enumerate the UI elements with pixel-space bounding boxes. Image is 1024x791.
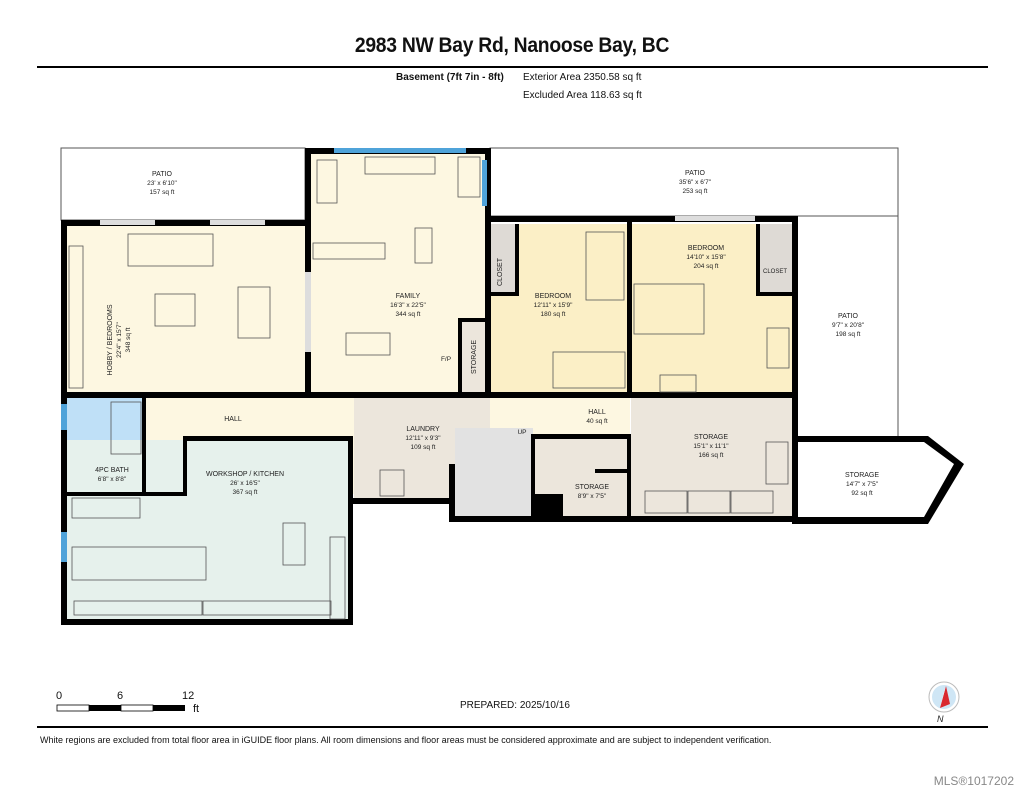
svg-text:FAMILY: FAMILY bbox=[396, 293, 421, 300]
disclaimer: White regions are excluded from total fl… bbox=[40, 735, 772, 745]
svg-text:16'3" x 22'5": 16'3" x 22'5" bbox=[390, 302, 426, 309]
compass-label: N bbox=[937, 714, 944, 724]
svg-text:6'8" x 8'8": 6'8" x 8'8" bbox=[98, 476, 127, 483]
svg-text:STORAGE: STORAGE bbox=[471, 340, 478, 374]
svg-text:40 sq ft: 40 sq ft bbox=[586, 418, 608, 425]
svg-text:STORAGE: STORAGE bbox=[694, 434, 728, 441]
svg-text:HALL: HALL bbox=[224, 416, 242, 423]
compass-icon bbox=[928, 681, 960, 713]
svg-text:157 sq ft: 157 sq ft bbox=[150, 189, 175, 196]
svg-text:344 sq ft: 344 sq ft bbox=[396, 311, 421, 318]
svg-text:PATIO: PATIO bbox=[838, 313, 859, 320]
svg-text:CLOSET: CLOSET bbox=[497, 257, 504, 286]
svg-text:HOBBY / BEDROOMS: HOBBY / BEDROOMS bbox=[107, 304, 114, 375]
svg-text:14'10" x 15'8": 14'10" x 15'8" bbox=[686, 254, 726, 261]
svg-text:PATIO: PATIO bbox=[152, 171, 173, 178]
page-title: 2983 NW Bay Rd, Nanoose Bay, BC bbox=[354, 34, 670, 57]
svg-text:367 sq ft: 367 sq ft bbox=[233, 489, 258, 496]
mls-number: MLS®1017202 bbox=[933, 774, 1014, 788]
svg-text:109 sq ft: 109 sq ft bbox=[411, 444, 436, 451]
stairs[interactable] bbox=[455, 428, 533, 518]
svg-text:26' x 16'5": 26' x 16'5" bbox=[230, 480, 260, 487]
svg-text:22'4" x 15'7": 22'4" x 15'7" bbox=[116, 321, 123, 357]
scale-max: 12 bbox=[182, 690, 195, 702]
svg-text:23' x 6'10": 23' x 6'10" bbox=[147, 180, 177, 187]
closet-2[interactable] bbox=[760, 224, 792, 294]
svg-text:35'6" x 6'7": 35'6" x 6'7" bbox=[679, 179, 712, 186]
header-divider bbox=[37, 66, 988, 68]
svg-text:F/P: F/P bbox=[441, 356, 451, 363]
svg-text:12'11" x 15'9": 12'11" x 15'9" bbox=[534, 302, 573, 309]
scale-unit: ft bbox=[193, 703, 200, 715]
svg-text:8'9" x 7'5": 8'9" x 7'5" bbox=[578, 493, 607, 500]
hobby-room[interactable] bbox=[66, 224, 307, 394]
svg-text:14'7" x 7'5": 14'7" x 7'5" bbox=[846, 481, 879, 488]
svg-text:4PC BATH: 4PC BATH bbox=[95, 467, 129, 474]
closet-1[interactable] bbox=[489, 224, 515, 294]
storage-small[interactable] bbox=[462, 320, 486, 394]
svg-text:STORAGE: STORAGE bbox=[575, 484, 609, 491]
prepared-date: PREPARED: 2025/10/16 bbox=[460, 700, 570, 711]
scale-zero: 0 bbox=[56, 690, 63, 702]
level-label: Basement (7ft 7in - 8ft) bbox=[396, 72, 504, 83]
svg-text:348 sq ft: 348 sq ft bbox=[125, 327, 132, 352]
svg-text:HALL: HALL bbox=[588, 409, 606, 416]
exterior-area: Exterior Area 2350.58 sq ft bbox=[523, 72, 642, 83]
svg-text:12'11" x 9'3": 12'11" x 9'3" bbox=[405, 435, 441, 442]
svg-text:PATIO: PATIO bbox=[685, 170, 706, 177]
furniture bbox=[68, 156, 790, 620]
svg-text:198 sq ft: 198 sq ft bbox=[836, 331, 861, 338]
svg-text:BEDROOM: BEDROOM bbox=[688, 245, 724, 252]
svg-text:LAUNDRY: LAUNDRY bbox=[406, 426, 440, 433]
storage-big[interactable] bbox=[631, 398, 792, 516]
svg-text:UP: UP bbox=[517, 429, 526, 436]
room-labels: PATIO 23' x 6'10" 157 sq ft PATIO 35'6" … bbox=[95, 170, 879, 500]
svg-text:STORAGE: STORAGE bbox=[845, 472, 879, 479]
svg-text:92 sq ft: 92 sq ft bbox=[851, 490, 873, 497]
scale-mid: 6 bbox=[117, 690, 124, 702]
svg-text:180 sq ft: 180 sq ft bbox=[541, 311, 566, 318]
footer-divider bbox=[37, 726, 988, 728]
svg-text:15'1" x 11'1": 15'1" x 11'1" bbox=[693, 443, 729, 450]
svg-text:9'7" x 20'8": 9'7" x 20'8" bbox=[832, 322, 865, 329]
svg-text:WORKSHOP / KITCHEN: WORKSHOP / KITCHEN bbox=[206, 471, 284, 478]
svg-text:CLOSET: CLOSET bbox=[763, 269, 787, 275]
svg-text:BEDROOM: BEDROOM bbox=[535, 293, 571, 300]
excluded-area: Excluded Area 118.63 sq ft bbox=[523, 90, 642, 101]
svg-text:253 sq ft: 253 sq ft bbox=[683, 188, 708, 195]
scale-bar bbox=[56, 704, 185, 712]
svg-text:166 sq ft: 166 sq ft bbox=[699, 452, 724, 459]
svg-text:204 sq ft: 204 sq ft bbox=[694, 263, 719, 270]
windows bbox=[61, 148, 755, 562]
room-fills bbox=[66, 152, 792, 620]
workshop[interactable] bbox=[66, 440, 348, 620]
